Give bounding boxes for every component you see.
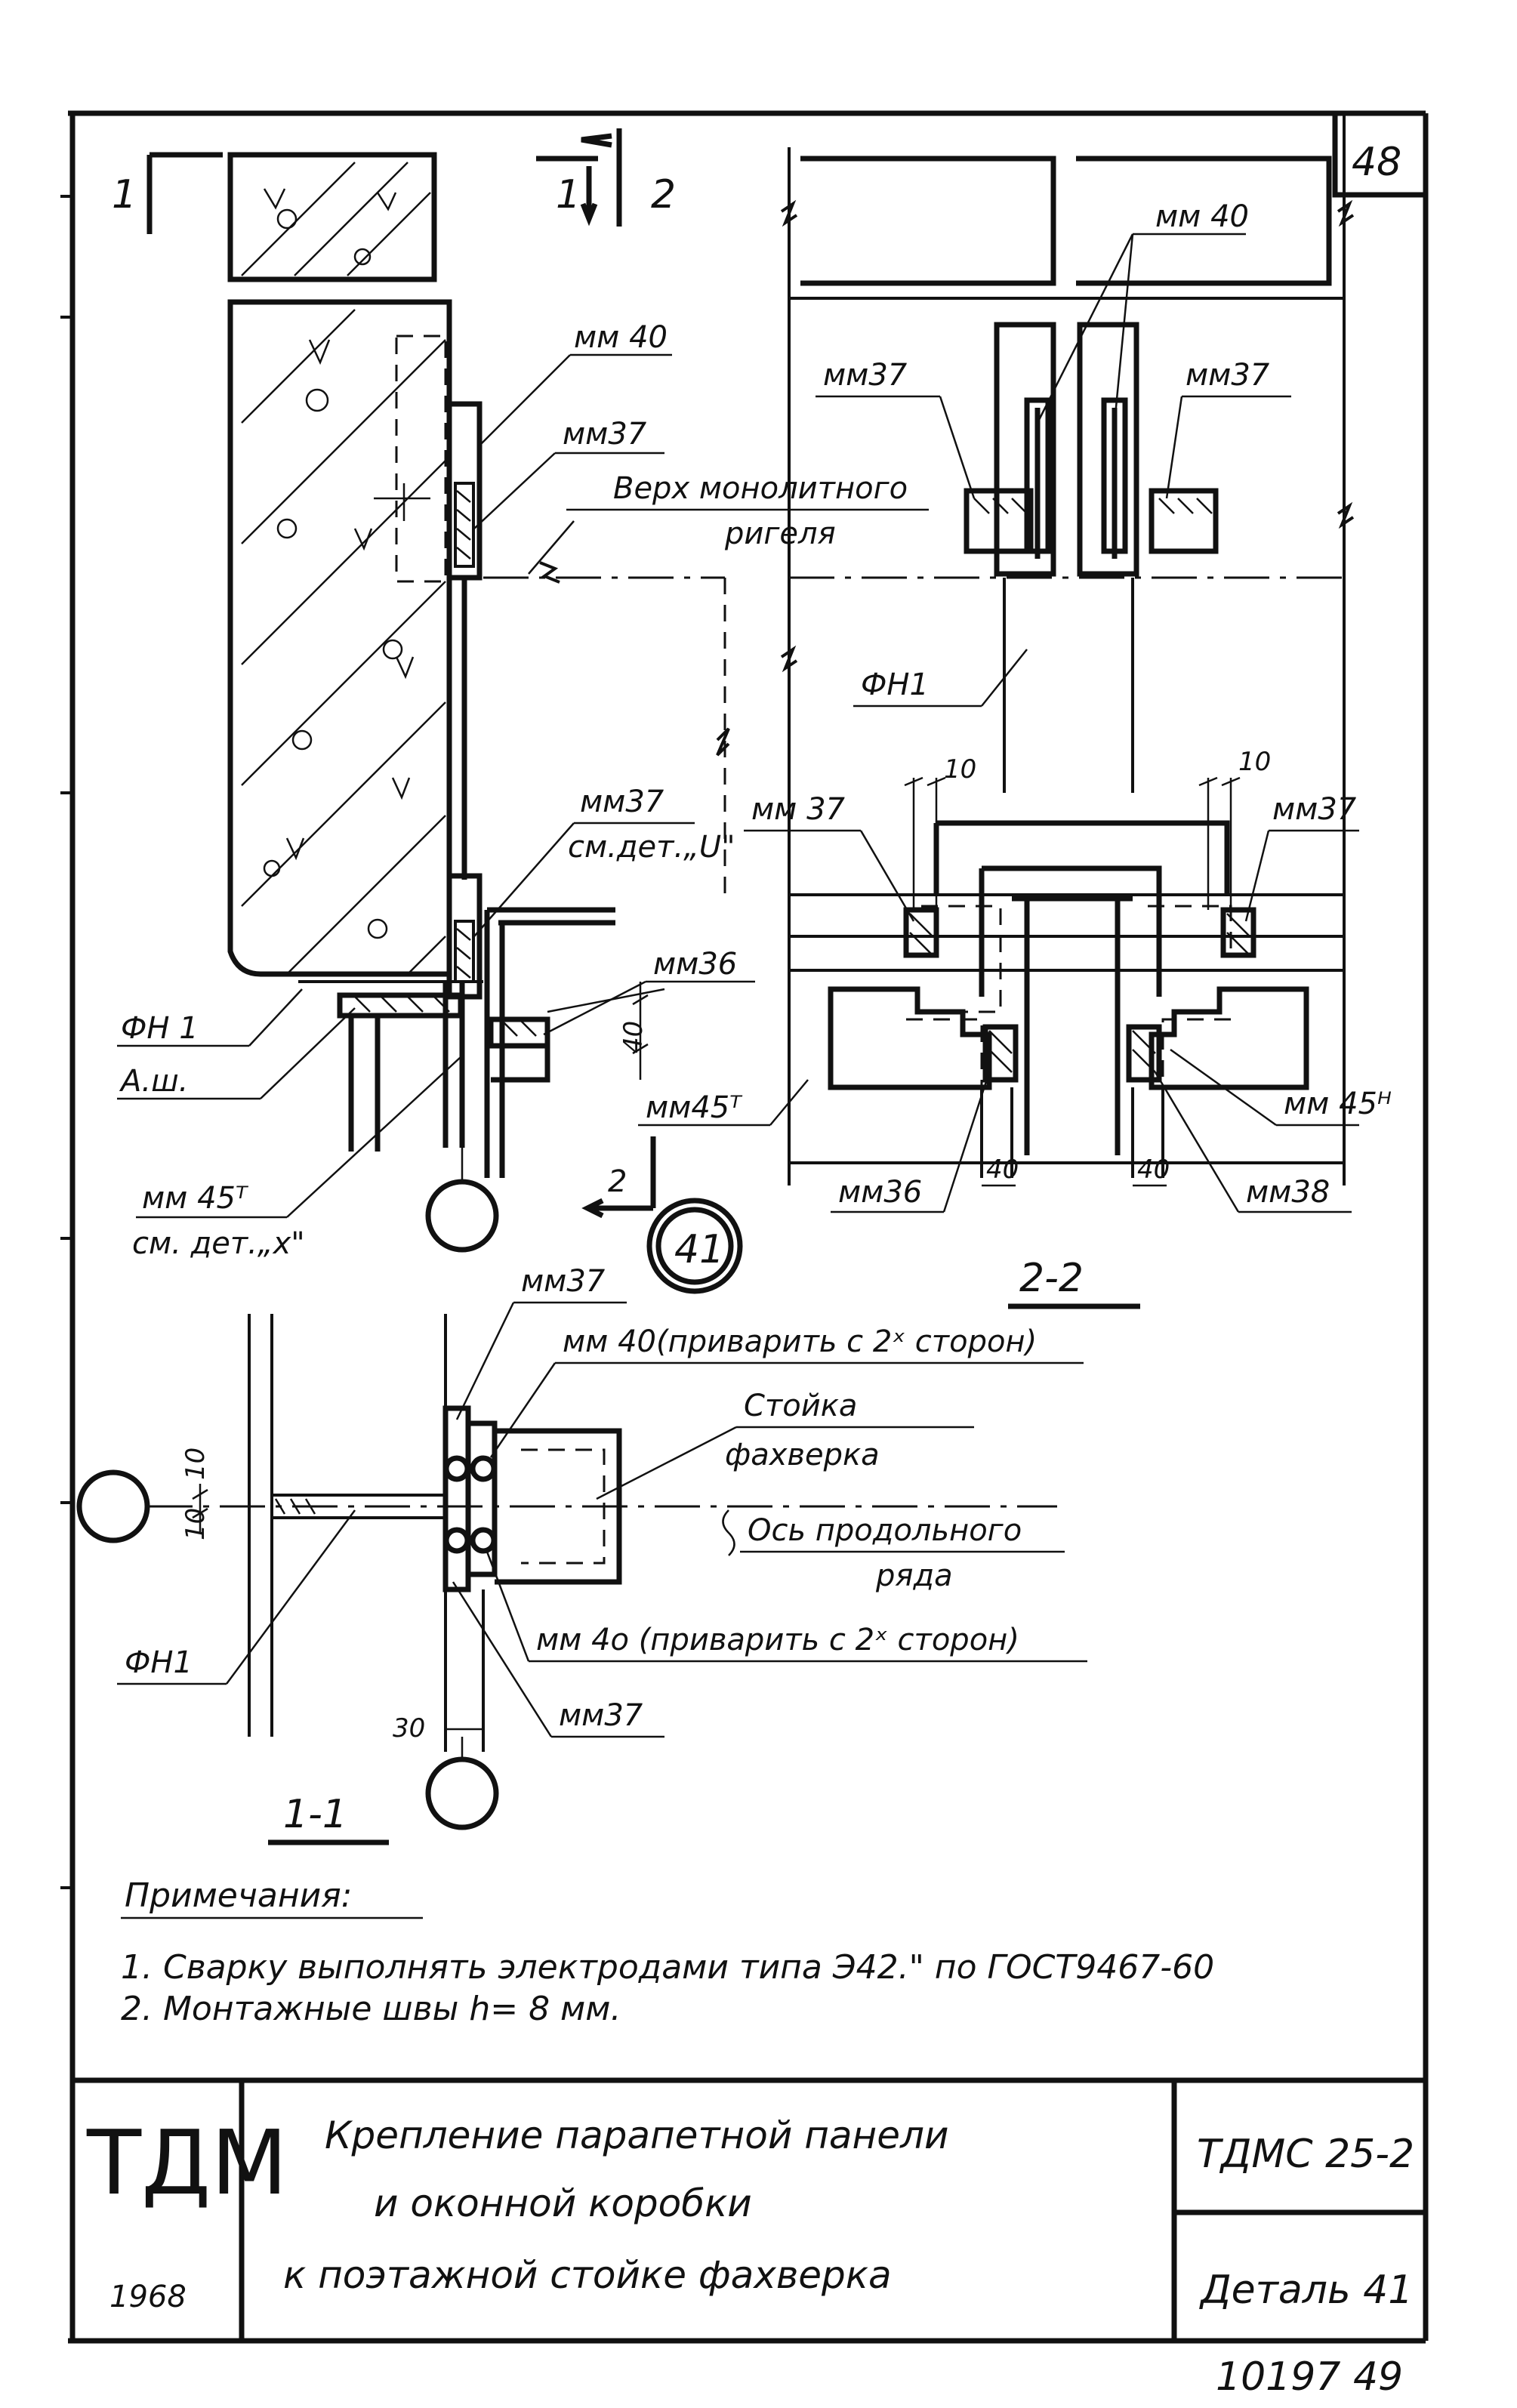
label-sm-det-x: см. дет.„x" xyxy=(132,1226,305,1261)
sheet-detail: Деталь 41 xyxy=(1199,2268,1413,2313)
label-mm38-2-2: мм38 xyxy=(1246,1175,1330,1210)
upper-concrete-block xyxy=(227,152,437,282)
label-fakhverka: фахверка xyxy=(725,1438,880,1472)
view-title-1-1: 1-1 xyxy=(283,1792,347,1837)
dim-30: 30 xyxy=(393,1713,425,1744)
dim-10-c: 10 xyxy=(180,1508,211,1540)
label-mm37-1-1-bottom: мм37 xyxy=(559,1698,643,1733)
sheet-number: 48 xyxy=(1352,140,1401,185)
sheet-frame: 48 xyxy=(60,110,1429,2344)
label-stoika: Стойка xyxy=(744,1389,857,1423)
notes: Примечания: 1. Сварку выполнять электрод… xyxy=(121,1876,1214,2028)
label-os-prodolnogo: Ось продольного xyxy=(748,1513,1022,1548)
bottom-number: 10197 49 xyxy=(1216,2354,1403,2400)
label-ryada: ряда xyxy=(875,1559,953,1593)
dim-40-2-2-left: 40 xyxy=(986,1155,1019,1185)
label-fn1-main: ФН 1 xyxy=(121,1011,199,1046)
title-line-2: и оконной коробки xyxy=(374,2181,752,2225)
label-mm37-1-1-top: мм37 xyxy=(521,1264,606,1299)
label-mm40-1-1-bottom: мм 4о (приварить с 2ˣ сторон) xyxy=(536,1623,1019,1657)
label-mm45t-main-b: мм 45ᵀ xyxy=(142,1181,249,1216)
label-mm37-main-mid: мм37 xyxy=(580,785,664,819)
label-mm36-main: мм36 xyxy=(653,947,737,982)
label-verh-monolitnogo: Верх монолитного xyxy=(613,471,908,506)
title-block: ТДМ 1968 Крепление парапетной панели и о… xyxy=(72,2077,1426,2341)
label-fn1-2-2: ФН1 xyxy=(861,668,929,702)
dim-40-2-2-right: 40 xyxy=(1137,1155,1170,1185)
sheet-year: 1968 xyxy=(109,2280,187,2314)
label-rigel: ригеля xyxy=(724,516,836,551)
detail-bubble-41: 41 xyxy=(674,1227,724,1272)
label-mm40-1-1-top: мм 40(приварить с 2ˣ сторон) xyxy=(563,1324,1037,1359)
section-mark-1-left: 1 xyxy=(112,172,137,217)
org-logo: ТДМ xyxy=(86,2110,288,2215)
label-mm40-main: мм 40 xyxy=(574,320,668,355)
label-mm37-2-2-right: мм37 xyxy=(1186,358,1270,393)
parapet-panel xyxy=(227,299,452,977)
section-mark-1-top: 1 xyxy=(556,172,581,217)
note-1: 1. Сварку выполнять электродами типа Э42… xyxy=(121,1948,1214,1987)
section-mark-2-top: 2 xyxy=(651,172,676,217)
label-mm37-2-2-low-right: мм37 xyxy=(1272,792,1357,827)
label-mm37-2-2-left: мм37 xyxy=(823,358,908,393)
dim-40-main: 40 xyxy=(618,1021,649,1053)
title-line-1: Крепление парапетной панели xyxy=(325,2114,948,2157)
window-frame-bottom xyxy=(298,980,483,1152)
section-2-2: мм 40 мм37 мм37 ФН1 10 10 мм 37 мм37 мм … xyxy=(744,113,1392,1309)
label-mm36-2-2: мм36 xyxy=(838,1175,922,1210)
section-1-1: 30 10 10 мм37 мм 40(приварить с 2ˣ сторо… xyxy=(76,1264,1087,1845)
notes-heading: Примечания: xyxy=(125,1876,353,1915)
label-mm40-2-2: мм 40 xyxy=(1155,199,1249,234)
note-2: 2. Монтажные швы h= 8 мм. xyxy=(121,1990,621,2028)
view-title-2-2: 2-2 xyxy=(1019,1256,1084,1301)
label-mm45t-main: мм45ᵀ xyxy=(646,1090,743,1125)
label-ash: А.ш. xyxy=(119,1064,188,1099)
sheet-code: ТДМС 25-2 xyxy=(1197,2132,1414,2177)
channel-post xyxy=(484,907,615,1178)
label-sm-det-u: см.дет.„U" xyxy=(568,830,735,865)
dim-10-2-2-left: 10 xyxy=(944,754,976,785)
title-line-3: к поэтажной стойке фахверка xyxy=(283,2253,892,2297)
label-fn1-1-1: ФН1 xyxy=(125,1645,193,1680)
dim-10-a: 10 xyxy=(180,1448,211,1480)
main-section: 1 1 2 xyxy=(112,128,929,1294)
section-mark-2-bottom: 2 xyxy=(608,1164,627,1199)
panel-embedded-plates xyxy=(446,401,483,1000)
label-mm37-main-top: мм37 xyxy=(563,417,647,452)
label-mm45n-2-2: мм 45ᴴ xyxy=(1284,1087,1392,1121)
dim-10-2-2-right: 10 xyxy=(1238,747,1271,777)
label-mm37-2-2-low-left: мм 37 xyxy=(751,792,846,827)
